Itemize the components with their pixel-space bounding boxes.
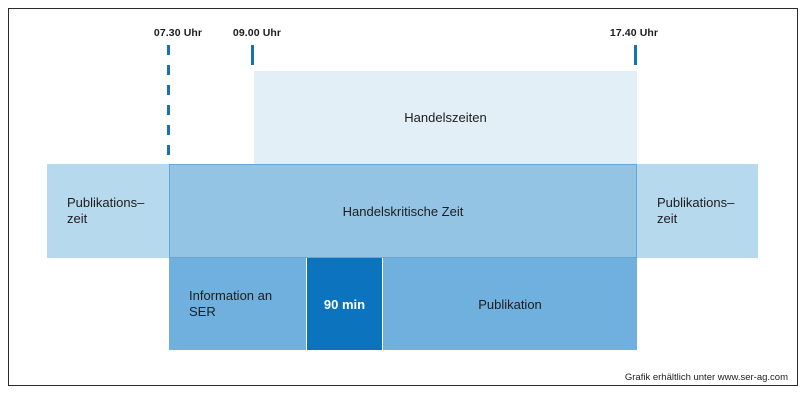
publikationszeit-right-label: Publikations– zeit [657, 195, 735, 226]
block-publikation: Publikation [383, 258, 637, 350]
information-an-ser-label: Information an SER [189, 288, 273, 319]
block-publikationszeit-right: Publikations– zeit [637, 164, 758, 258]
time-label-1740: 17.40 Uhr [609, 27, 659, 39]
block-publikationszeit-left: Publikations– zeit [47, 164, 169, 258]
diagram-frame [8, 8, 798, 386]
publikation-label: Publikation [478, 296, 542, 312]
min90-label: 90 min [323, 296, 366, 312]
marker-1740-tick [634, 45, 637, 65]
time-label-0730: 07.30 Uhr [153, 27, 203, 39]
block-handelszeiten: Handelszeiten [254, 71, 637, 164]
block-handelskritische-zeit: Handelskritische Zeit [169, 164, 637, 258]
handelskritische-zeit-label: Handelskritische Zeit [342, 203, 464, 219]
block-information-an-ser: Information an SER [169, 258, 306, 350]
source-note: Grafik erhältlich unter www.ser-ag.com [624, 372, 788, 383]
block-90-min: 90 min [307, 258, 382, 350]
publikationszeit-left-label: Publikations– zeit [67, 195, 145, 226]
handelszeiten-label: Handelszeiten [404, 110, 487, 125]
time-label-0900: 09.00 Uhr [232, 27, 282, 39]
marker-0900-tick [251, 45, 254, 65]
